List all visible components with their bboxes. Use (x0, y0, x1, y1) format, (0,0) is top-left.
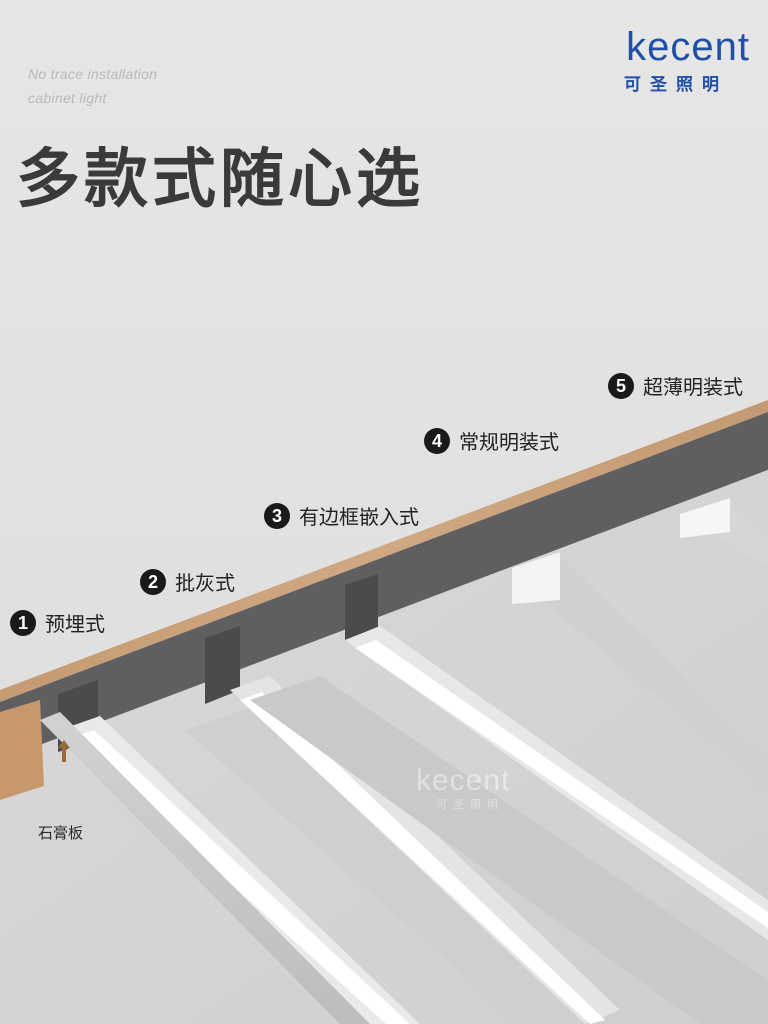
arrow-up-icon (58, 740, 70, 762)
step-3-label: 有边框嵌入式 (299, 505, 419, 529)
tagline-line-2: cabinet light (28, 90, 107, 106)
page-title: 多款式随心选 (16, 143, 424, 217)
step-1-label: 预埋式 (45, 612, 105, 636)
channel-framed-flange (250, 676, 768, 1024)
recess-3 (345, 574, 378, 640)
step-3: 3 有边框嵌入式 (264, 501, 419, 530)
brand-logo: kecent 可圣照明 (550, 24, 750, 96)
logo-wordmark: kecent (626, 25, 750, 69)
watermark-wordmark: kecent (416, 764, 511, 797)
step-1: 1 预埋式 (10, 608, 105, 637)
gypsum-board-label: 石膏板 (38, 824, 84, 842)
channel-embedded-flange (40, 712, 370, 1024)
channel-surface-cap (512, 552, 560, 604)
step-5-label: 超薄明装式 (643, 375, 743, 399)
step-5: 5 超薄明装式 (608, 371, 743, 400)
step-2-label: 批灰式 (175, 571, 235, 595)
step-2-number-badge: 2 (140, 568, 166, 595)
step-4: 4 常规明装式 (424, 426, 559, 455)
wood-corner (0, 700, 44, 800)
recess-2 (205, 626, 240, 704)
wood-panel-edge (0, 400, 768, 702)
tagline-line-1: No trace installation (28, 66, 158, 82)
channel-ultrathin-cap (680, 498, 730, 538)
step-5-number-badge: 5 (608, 372, 634, 399)
led-strip-plaster (240, 692, 605, 1024)
step-1-number-badge: 1 (10, 609, 36, 636)
step-2: 2 批灰式 (140, 567, 235, 596)
step-3-number-badge: 3 (264, 502, 290, 529)
panel-cavity (0, 412, 768, 760)
led-strip-framed (355, 640, 768, 928)
step-4-label: 常规明装式 (459, 430, 559, 454)
tagline: No trace installation cabinet light (28, 62, 157, 110)
led-strip-embedded (70, 730, 410, 1024)
logo-chinese-name: 可圣照明 (624, 75, 728, 95)
step-4-number-badge: 4 (424, 427, 450, 454)
channel-surface (510, 556, 768, 792)
watermark-chinese: 可圣照明 (436, 798, 504, 811)
